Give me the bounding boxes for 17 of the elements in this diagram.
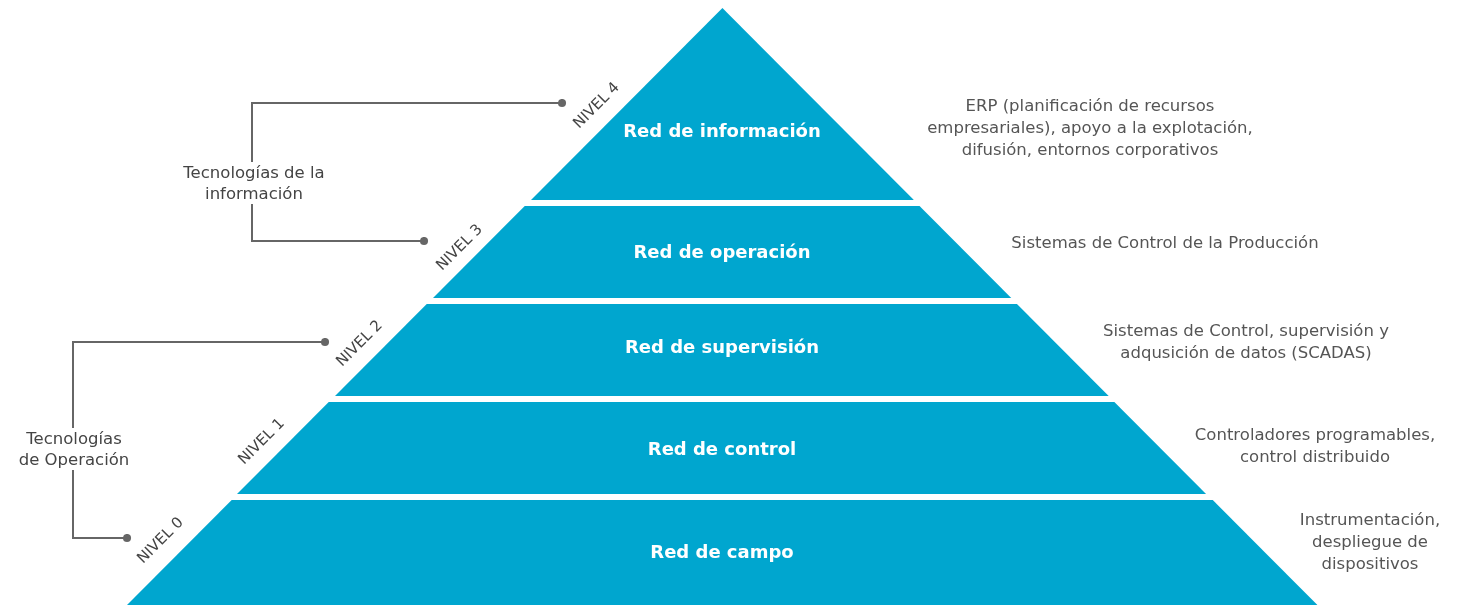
- level-title: Red de campo: [650, 541, 794, 562]
- pyramid-level: [530, 8, 914, 200]
- level-description: Instrumentación, despliegue de dispositivos: [1298, 509, 1442, 575]
- group-label: Tecnologías de Operación: [18, 428, 130, 470]
- bracket-line: [72, 469, 132, 543]
- level-description: ERP (planificación de recursos empresariales), apoyo a la explotación, difusión, entornos corporativos: [926, 95, 1254, 161]
- bracket-line: [251, 98, 567, 163]
- level-title: Red de operación: [633, 241, 811, 262]
- bracket-line: [72, 337, 330, 429]
- level-title: Red de control: [647, 438, 797, 459]
- level-title: Red de supervisión: [624, 336, 819, 357]
- level-title: Red de información: [623, 120, 821, 141]
- level-description: Sistemas de Control, supervisión y adqusición de datos (SCADAS): [1102, 320, 1390, 364]
- level-description: Controladores programables, control distribuido: [1193, 424, 1437, 468]
- bracket-line: [251, 203, 429, 246]
- pyramid-level: [432, 206, 1012, 298]
- level-description: Sistemas de Control de la Producción: [1010, 232, 1320, 254]
